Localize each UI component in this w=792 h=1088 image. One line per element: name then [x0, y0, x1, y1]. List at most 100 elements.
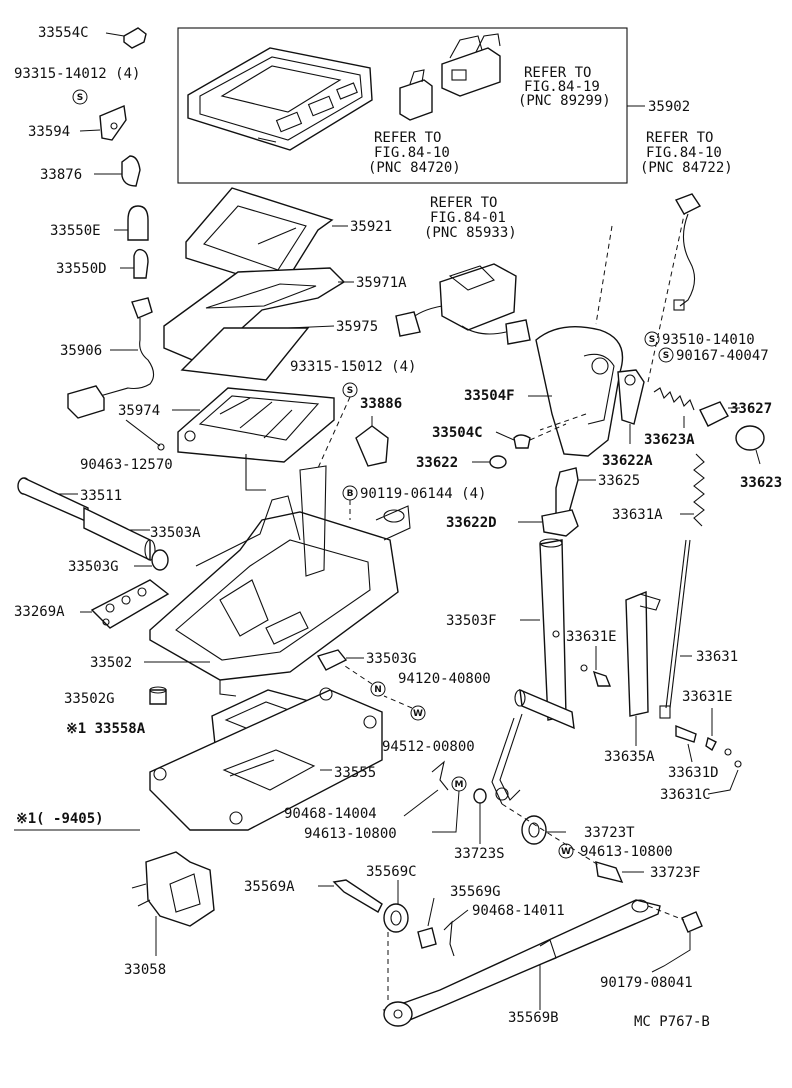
label-94120-40800: 94120-40800	[398, 671, 491, 687]
bushing-33723S	[473, 788, 487, 844]
label-33594: 33594	[28, 124, 70, 140]
label-33503G-a: 33503G	[68, 559, 119, 575]
plate-33269A	[80, 579, 170, 629]
bulb-socket-84720	[399, 69, 433, 121]
boot-33555	[149, 687, 383, 831]
label-90167-40047: 90167-40047	[676, 348, 769, 364]
label-33550E: 33550E	[50, 223, 101, 239]
pin-33631D	[675, 724, 697, 763]
label-35974: 35974	[118, 403, 160, 419]
label-90119-06144: 90119-06144 (4)	[360, 486, 486, 502]
label-35906: 35906	[60, 343, 102, 359]
indicator-housing	[187, 47, 373, 151]
bulb-33550D	[120, 248, 149, 279]
ref-85933-line2: FIG.84-01	[430, 210, 506, 226]
label-90179-08041: 90179-08041	[600, 975, 693, 991]
guide-rod-nut	[647, 905, 685, 921]
label-35569A: 35569A	[244, 879, 295, 895]
label-35971A: 35971A	[356, 275, 407, 291]
switch-84722	[673, 193, 702, 311]
label-33723T: 33723T	[584, 825, 635, 841]
pin-90463-12570	[125, 419, 165, 451]
label-33886: 33886	[360, 396, 402, 412]
label-33723S: 33723S	[454, 846, 505, 862]
label-33550D: 33550D	[56, 261, 107, 277]
label-35569B: 35569B	[508, 1010, 559, 1026]
screw-90167-40047: S	[658, 347, 674, 363]
label-90468-14011: 90468-14011	[472, 903, 565, 919]
label-33631E-b: 33631E	[682, 689, 733, 705]
nut-90179-08041	[651, 911, 703, 973]
ref-84722-line1: REFER TO	[646, 130, 713, 146]
label-93315-15012: 93315-15012 (4)	[290, 359, 416, 375]
assembly-35902-box	[177, 27, 645, 184]
pin-33627	[699, 401, 740, 427]
label-33623: 33623	[740, 475, 782, 491]
symbol-b: B	[347, 489, 354, 499]
slide-plate-35975	[180, 325, 335, 381]
label-note-mark: ※1( -9405)	[16, 811, 104, 827]
block-33622D	[518, 509, 579, 537]
ref-89299-line3: (PNC 89299)	[518, 93, 611, 109]
harness-85933	[395, 263, 531, 345]
label-33723F: 33723F	[650, 865, 701, 881]
label-33503A: 33503A	[150, 525, 201, 541]
label-35975: 35975	[336, 319, 378, 335]
screw-93510-14010: S	[644, 331, 660, 347]
symbol-s: S	[347, 386, 353, 396]
rod-33631	[659, 539, 692, 719]
label-33554C: 33554C	[38, 25, 89, 41]
label-33635A: 33635A	[604, 749, 655, 765]
clip-33554C	[105, 27, 147, 49]
clip-90468-14011	[443, 909, 469, 957]
switch-block-89299	[441, 33, 501, 97]
guide-lever-rod	[501, 803, 601, 867]
clip-33631E-a	[580, 646, 612, 687]
symbol-s: S	[649, 335, 655, 345]
labels: 33554C 93315-14012 (4) 33594 33876 33550…	[14, 25, 782, 1030]
label-33876: 33876	[40, 167, 82, 183]
collar-35569G	[417, 897, 437, 949]
label-33631E-a: 33631E	[566, 629, 617, 645]
cover-35971A	[163, 267, 354, 365]
label-94613-10800-a: 94613-10800	[304, 826, 397, 842]
indicator-plate-35921	[185, 187, 348, 289]
clip-33631E-b	[705, 708, 742, 795]
bushing-33503G-a	[134, 549, 169, 571]
label-33631C: 33631C	[660, 787, 711, 803]
button-33623	[735, 425, 765, 465]
label-33504F: 33504F	[464, 388, 515, 404]
label-94613-10800-b: 94613-10800	[580, 844, 673, 860]
symbol-s: S	[77, 93, 83, 103]
label-33511: 33511	[80, 488, 122, 504]
spring-33631A	[680, 453, 705, 527]
ref-84720-line2: FIG.84-10	[374, 145, 450, 161]
ref-89299-line1: REFER TO	[524, 65, 591, 81]
label-33625: 33625	[598, 473, 640, 489]
clip-33886	[355, 416, 389, 467]
spring-lever-33622A	[617, 369, 645, 444]
label-33623A: 33623A	[644, 432, 695, 448]
label-33555: 33555	[334, 765, 376, 781]
label-94512-00800: 94512-00800	[382, 739, 475, 755]
bolt-35569A	[318, 879, 383, 913]
collar-33503A	[83, 506, 156, 562]
screw-93315-14012: S	[72, 89, 88, 105]
base-bracket-33502	[144, 465, 411, 697]
ref-85933-line3: (PNC 85933)	[424, 225, 517, 241]
bushing-33723T	[521, 815, 566, 845]
bracket-33058	[131, 851, 215, 956]
nut-94120-40800: N	[341, 663, 386, 697]
bulb-33550E	[114, 205, 149, 241]
label-33631: 33631	[696, 649, 738, 665]
label-33269A: 33269A	[14, 604, 65, 620]
label-33622D: 33622D	[446, 515, 497, 531]
label-35569G: 35569G	[450, 884, 501, 900]
clip-90468-14004	[403, 760, 449, 817]
label-93510-14010: 93510-14010	[662, 332, 755, 348]
pin-33511	[17, 477, 89, 524]
ref-84722-line2: FIG.84-10	[646, 145, 722, 161]
guide-33635A	[625, 590, 661, 746]
label-33622: 33622	[416, 455, 458, 471]
